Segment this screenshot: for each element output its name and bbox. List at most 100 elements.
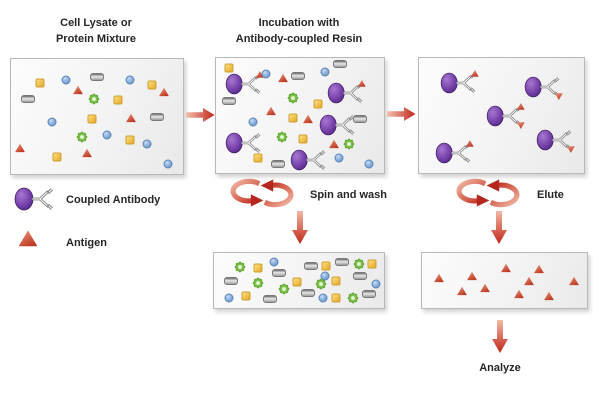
protein-circle — [248, 117, 258, 127]
protein-circle — [47, 117, 57, 127]
step2-title-line2: Antibody-coupled Resin — [235, 33, 363, 45]
protein-square — [87, 114, 97, 124]
step2-title-line1: Incubation with — [258, 17, 340, 29]
protein-circle — [318, 293, 328, 303]
protein-pill — [222, 96, 237, 105]
protein-gear — [315, 278, 327, 290]
step1-title: Cell Lysate or Protein Mixture — [10, 15, 182, 47]
protein-square — [253, 153, 263, 163]
protein-gear — [348, 292, 359, 304]
antigen-triangle — [501, 263, 512, 273]
protein-pill — [353, 114, 368, 123]
antigen-triangle — [328, 139, 339, 149]
protein-square — [331, 293, 341, 303]
antigen-triangle — [466, 271, 477, 281]
antibody-antigen-complex — [327, 79, 367, 106]
right-arrow-icon — [387, 106, 416, 122]
antigen-triangle — [568, 276, 579, 286]
antigen-triangle — [456, 286, 467, 296]
protein-square — [147, 80, 157, 90]
protein-circle — [61, 75, 71, 85]
bound-antibody-box — [418, 57, 585, 174]
coupled-antibody — [319, 111, 359, 138]
protein-pill — [90, 73, 104, 82]
coupled-antibody — [225, 130, 265, 157]
antigen-triangle — [544, 291, 555, 301]
right-arrow-icon — [186, 107, 215, 123]
protein-pill — [303, 262, 318, 271]
protein-pill — [334, 257, 349, 266]
protein-square — [313, 99, 323, 109]
protein-pill — [353, 272, 368, 281]
protein-pill — [300, 289, 315, 298]
protein-square — [35, 78, 45, 88]
protein-circle — [364, 159, 374, 169]
antigen-triangle — [266, 106, 277, 116]
down-arrow-icon — [491, 211, 507, 245]
antigen-triangle — [73, 85, 84, 95]
antibody-antigen-complex — [225, 71, 265, 98]
down-arrow-icon — [292, 211, 308, 245]
protein-circle — [224, 293, 234, 303]
wash-fraction-box — [213, 252, 385, 309]
protein-gear — [278, 283, 290, 295]
antibody-antigen-complex — [486, 102, 526, 129]
antigen-triangle — [479, 283, 490, 293]
protein-gear — [76, 131, 87, 143]
antibody-antigen-complex — [435, 140, 475, 167]
protein-gear — [234, 261, 245, 273]
protein-pill — [271, 268, 286, 277]
cell-lysate-box — [10, 58, 184, 175]
incubation-box — [215, 57, 385, 174]
protein-gear — [343, 138, 355, 150]
protein-pill — [333, 59, 348, 68]
protein-pill — [150, 112, 165, 121]
protein-square — [125, 135, 135, 144]
protein-square — [253, 263, 263, 273]
antigen-triangle — [278, 73, 289, 83]
protein-pill — [21, 95, 36, 104]
antigen-triangle — [514, 289, 525, 299]
coupled-antibody-icon — [14, 184, 58, 214]
protein-square — [367, 259, 377, 269]
eluted-antigen-box — [421, 252, 588, 309]
protein-gear — [88, 93, 99, 105]
spin-wash-label: Spin and wash — [310, 189, 388, 201]
protein-square — [52, 152, 62, 162]
step1-title-line1: Cell Lysate or — [60, 17, 132, 29]
antigen-icon — [17, 229, 39, 248]
protein-gear — [287, 92, 299, 104]
antibody-antigen-complex — [440, 70, 480, 97]
spin-cycle-icon — [221, 178, 303, 208]
protein-circle — [125, 75, 135, 85]
antigen-triangle — [303, 114, 314, 124]
antigen-triangle — [524, 276, 535, 286]
legend-antigen-label: Antigen — [66, 237, 107, 249]
antigen-triangle — [81, 148, 92, 158]
protein-gear — [252, 277, 264, 289]
protein-square — [113, 95, 123, 105]
protein-pill — [224, 277, 238, 286]
antigen-triangle — [126, 113, 137, 123]
antigen-triangle — [534, 264, 545, 274]
step1-title-line2: Protein Mixture — [55, 33, 137, 45]
protein-gear — [276, 132, 287, 143]
protein-pill — [361, 290, 376, 299]
protein-pill — [271, 159, 286, 168]
antigen-triangle — [433, 273, 444, 283]
legend-antibody-label: Coupled Antibody — [66, 194, 161, 206]
coupled-antibody — [290, 147, 330, 174]
protein-square — [241, 291, 251, 301]
spin-cycle-icon — [447, 178, 529, 208]
protein-circle — [102, 130, 112, 140]
protein-circle — [334, 153, 344, 163]
protein-square — [288, 113, 298, 123]
protein-square — [321, 261, 331, 271]
antigen-triangle — [159, 87, 170, 97]
antigen-triangle — [14, 143, 25, 153]
protein-circle — [320, 67, 330, 77]
elute-label: Elute — [537, 189, 564, 201]
protein-square — [224, 63, 234, 73]
protein-circle — [142, 139, 152, 149]
